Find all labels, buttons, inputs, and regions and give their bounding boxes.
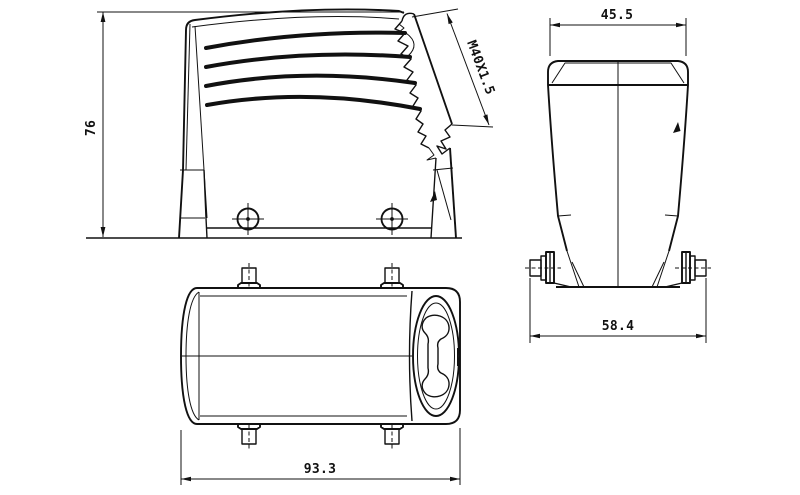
thread-dim-line [446,13,490,126]
height-arrow-top [100,12,106,22]
thread-ext-line-bottom [451,124,494,128]
thread-serration [394,20,430,149]
side-view-pivot-pin-left [232,203,264,235]
spout-tip-curl [401,12,415,22]
side-view: 76 M40X1.5 [84,8,497,239]
spout-outer-edge [413,13,453,125]
side-view-left-leg-inner-edge [203,169,208,239]
spout-bottom-break-inner [426,147,437,161]
height-dimension-label: 76 [84,120,99,136]
length-arrow-left [181,476,191,482]
bottom-view-panel-boundary [408,290,413,422]
length-dimension: 93.3 [180,428,461,485]
spout-tip-break [397,23,405,34]
bottom-view: 93.3 [180,263,461,485]
side-view-cable-entry-spout [394,12,453,161]
front-view-flange-right-inner2 [651,261,665,288]
front-view-draft-arrow [673,122,681,133]
height-arrow-bottom [100,227,106,237]
side-view-right-leg-tick [432,167,454,171]
bottom-width-dimension-label: 58.4 [602,319,635,334]
front-view-flange-left-inner2 [571,261,585,288]
front-view: 45.5 58.4 [525,8,711,343]
side-view-grip-ribs [204,30,422,111]
front-view-flange-left-inner1 [566,250,580,288]
side-view-draft-arrow [430,191,437,202]
front-view-left-edge [547,84,568,252]
front-view-right-tick [664,214,679,217]
side-view-outline [178,8,405,239]
bottom-width-arrow-right [696,333,706,339]
entry-opening-contour [421,314,450,398]
spout-bottom-break [436,123,453,155]
thread-arrow-top [447,13,453,25]
thread-dimension: M40X1.5 [411,8,497,128]
top-width-dimension-label: 45.5 [601,8,634,23]
thread-arrow-bottom [483,114,489,125]
bottom-view-pin-top-right [380,263,404,288]
side-view-right-leg-outer [449,147,457,239]
front-view-left-tick [557,214,572,217]
bottom-view-pin-top-left [237,263,261,288]
top-width-dimension: 45.5 [549,8,687,56]
side-view-pivot-pin-right [376,203,408,235]
length-arrow-right [450,476,460,482]
side-view-inner-left-line [185,23,191,171]
front-view-hinge-pin-right [675,251,711,284]
bottom-width-arrow-left [530,333,540,339]
front-view-hinge-pin-left [525,251,561,284]
bottom-width-dimension: 58.4 [529,278,707,343]
thread-runout-arc [405,32,415,57]
entry-inner-ellipse [417,302,455,410]
thread-ext-line-top [411,8,459,18]
length-dimension-label: 93.3 [304,462,337,477]
bottom-view-pin-bottom-right [380,424,404,449]
bottom-view-pin-bottom-left [237,424,261,449]
top-width-arrow-right [676,22,686,28]
front-view-flange-right-inner1 [656,250,670,288]
side-view-inner-top-line [191,16,400,28]
front-view-right-edge [668,84,689,252]
bottom-view-outline [180,287,461,425]
side-view-right-leg-diagonal [436,169,452,221]
thread-dimension-label: M40X1.5 [463,39,497,98]
entry-outer-ellipse [412,295,460,417]
height-dimension: 76 [84,11,404,237]
top-width-arrow-left [550,22,560,28]
